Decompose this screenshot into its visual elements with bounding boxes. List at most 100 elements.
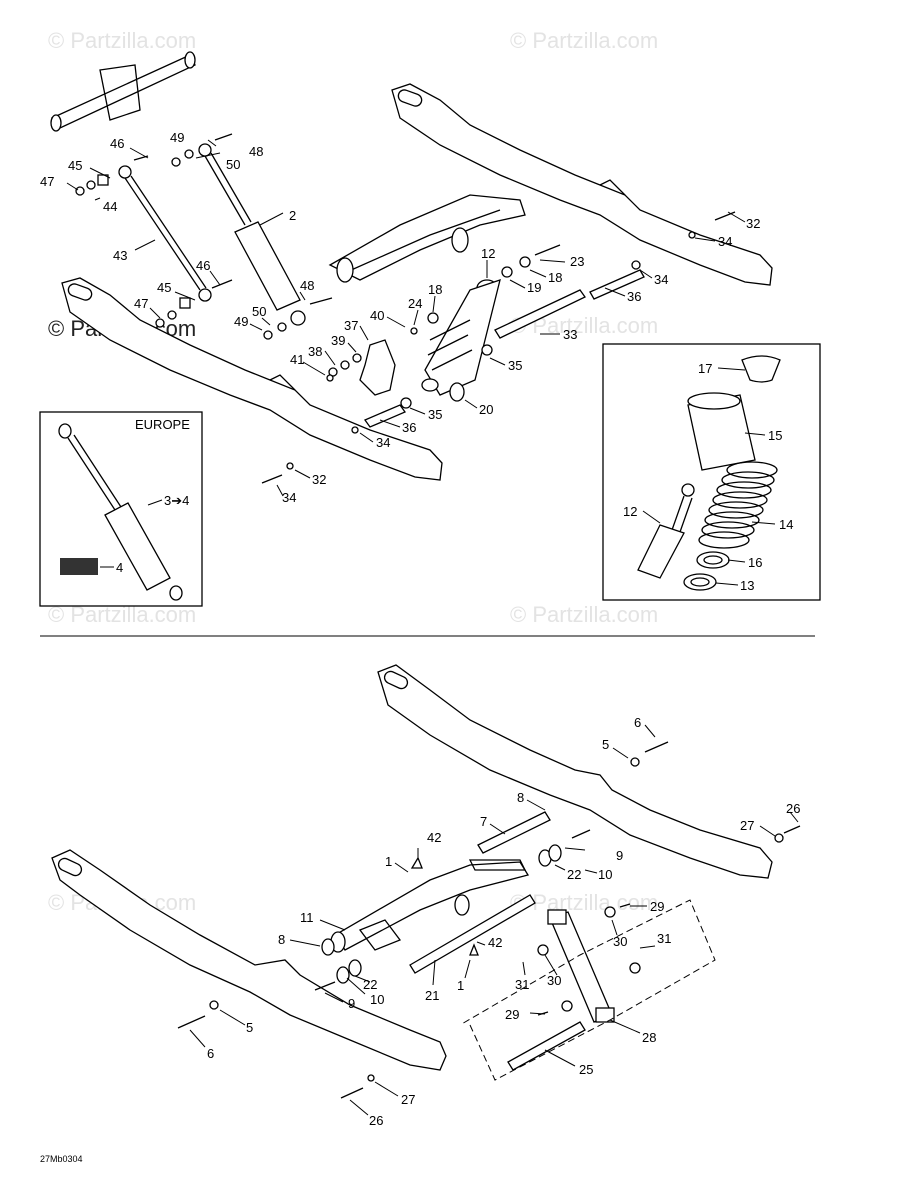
callout: 6 [207,1046,214,1061]
callouts-bottom: 6 5 8 7 26 27 42 1 9 22 10 29 11 30 31 8… [207,715,800,1128]
callout: 37 [344,318,358,333]
decal-label [60,558,98,575]
callout: 12 [481,246,495,261]
callout: 45 [68,158,82,173]
shaft-7 [477,811,551,854]
callout: 7 [480,814,487,829]
callout: 30 [613,934,627,949]
callout: 24 [408,296,422,311]
callout: 34 [654,272,668,287]
callout: 8 [517,790,524,805]
callout: 46 [196,258,210,273]
callout: 31 [515,977,529,992]
callout: 48 [300,278,314,293]
callout: 26 [369,1113,383,1128]
callout: 5 [602,737,609,752]
callout: 21 [425,988,439,1003]
center-shock-12 [421,279,501,396]
callout: 39 [331,333,345,348]
link-28 [537,903,641,1023]
callout: 36 [402,420,416,435]
rail-left-bottom [51,849,447,1071]
callout: 46 [110,136,124,151]
leader-lines [66,139,776,586]
spring-coil [698,461,778,549]
shaft-21 [409,894,536,974]
hardware-bottom [177,741,801,1099]
rear-arm [328,194,526,283]
callout: 49 [170,130,184,145]
callout: 31 [657,931,671,946]
callout: 25 [579,1062,593,1077]
callout: 49 [234,314,248,329]
callout: 34 [282,490,296,505]
callout: 15 [768,428,782,443]
callout: 2 [289,208,296,223]
drawing-code: 27Mb0304 [40,1154,83,1164]
shock-2 [198,143,306,326]
watermark: © Partzilla.com [48,28,196,53]
callout: 13 [740,578,754,593]
callout: 45 [157,280,171,295]
callout: 50 [226,157,240,172]
callout: 10 [598,867,612,882]
callout: 44 [103,199,117,214]
callout: 34 [718,234,732,249]
callout: 50 [252,304,266,319]
bracket-37 [326,312,439,396]
callout: 18 [548,270,562,285]
front-arm-assembly [321,844,562,984]
callout: 42 [427,830,441,845]
callout: 32 [746,216,760,231]
callout: 16 [748,555,762,570]
callout: 9 [348,996,355,1011]
callout: 34 [376,435,390,450]
watermark: © Partzilla.com [510,28,658,53]
inset-title: EUROPE [135,417,190,432]
callout: 40 [370,308,384,323]
callout: 23 [570,254,584,269]
callout: 8 [278,932,285,947]
callout: 6 [634,715,641,730]
callout: 35 [508,358,522,373]
shaft-25 [507,1021,586,1071]
callout: 27 [740,818,754,833]
callout: 36 [627,289,641,304]
shock-43 [118,165,212,302]
callout: 29 [505,1007,519,1022]
dashed-outline [459,899,716,1081]
rail-left-top [61,277,443,481]
callout: 47 [134,296,148,311]
callout: 19 [527,280,541,295]
hardware-top-right [261,211,736,484]
callout-4: 4 [116,560,123,575]
callout: 17 [698,361,712,376]
callout: 14 [779,517,793,532]
callout: 42 [488,935,502,950]
callout: 26 [786,801,800,816]
rail-right-top [391,83,773,286]
callout: 48 [249,144,263,159]
callout: 29 [650,899,664,914]
inset-europe: EUROPE 3➔4 4 [39,411,203,607]
callout: 11 [300,910,314,925]
callout: 9 [616,848,623,863]
callout-3-4: 3➔4 [164,493,189,508]
callouts-top: 46 49 48 50 45 47 44 2 43 46 45 48 47 50… [40,130,760,505]
inset-spring [602,343,821,601]
callout: 12 [623,504,637,519]
callout: 33 [563,327,577,342]
callout: 47 [40,174,54,189]
callout: 27 [401,1092,415,1107]
watermark: © Partzilla.com [510,602,658,627]
callout: 1 [385,854,392,869]
callout: 18 [428,282,442,297]
upper-mount-tube [50,51,196,132]
callout: 38 [308,344,322,359]
callout: 5 [246,1020,253,1035]
callout: 41 [290,352,304,367]
callout: 35 [428,407,442,422]
callouts-spring: 17 15 12 14 16 13 [623,361,793,593]
callout: 28 [642,1030,656,1045]
